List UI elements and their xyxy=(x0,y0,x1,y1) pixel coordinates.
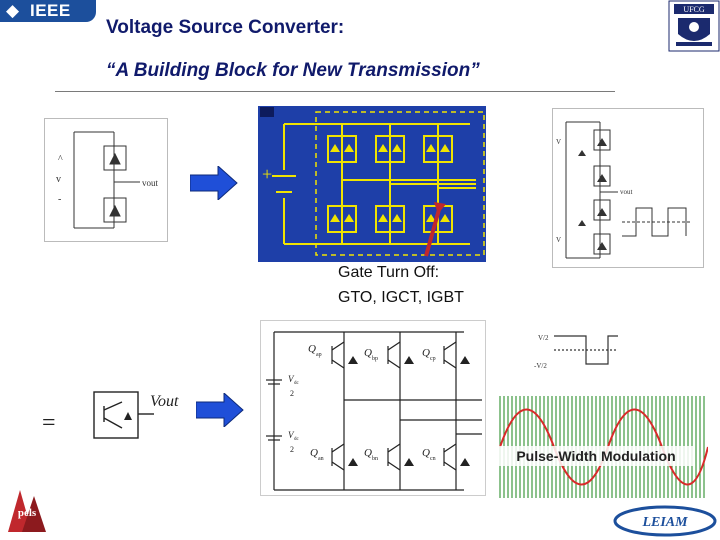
half-bridge-waveform-diagram: V V vout xyxy=(552,108,704,268)
switch-label-qap: Q xyxy=(308,343,316,355)
switch-label-qcp: Q xyxy=(422,347,430,359)
gate-turn-off-label: Gate Turn Off: GTO, IGCT, IGBT xyxy=(338,260,464,310)
three-phase-bridge-diagram: + xyxy=(258,106,486,262)
switch-block-vout-label: Vout xyxy=(150,393,179,410)
leiam-logo: LEIAM xyxy=(613,505,717,537)
vdc-lower-label: V xyxy=(288,430,295,440)
gate-turn-off-devices: GTO, IGCT, IGBT xyxy=(338,289,464,306)
half-v-bottom-label: -V/2 xyxy=(534,362,547,370)
svg-text:cp: cp xyxy=(430,356,436,362)
svg-text:an: an xyxy=(318,456,324,462)
equals-sign: = xyxy=(42,410,56,436)
slide-subtitle: “A Building Block for New Transmission” xyxy=(106,60,480,81)
svg-text:V: V xyxy=(556,138,561,146)
pwm-label: Pulse-Width Modulation xyxy=(498,446,694,466)
svg-text:cn: cn xyxy=(430,456,436,462)
half-bridge-circuit: ^ v - vout xyxy=(44,118,168,242)
ufcg-logo: UFCG xyxy=(668,0,720,52)
square-wave-plot: V/2 -V/2 xyxy=(532,324,620,376)
svg-text:^: ^ xyxy=(58,154,63,165)
svg-text:-: - xyxy=(58,194,61,205)
svg-text:bp: bp xyxy=(372,356,378,362)
leiam-logo-text: LEIAM xyxy=(641,515,688,530)
source-voltage-label: v xyxy=(56,174,61,185)
svg-text:2: 2 xyxy=(290,445,294,454)
igbt-three-phase-circuit: Q ap Q bp Q cp Q an Q bn Q cn V dc 2 V d… xyxy=(260,320,486,496)
ufcg-logo-text: UFCG xyxy=(683,5,705,14)
svg-text:dc: dc xyxy=(294,381,300,386)
right-arrow-icon xyxy=(190,166,238,200)
ieee-diamond-icon: ◆ xyxy=(6,1,20,20)
switch-label-qbn: Q xyxy=(364,447,372,459)
svg-text:ap: ap xyxy=(316,352,322,358)
svg-text:bn: bn xyxy=(372,456,378,462)
switch-label-qcn: Q xyxy=(422,447,430,459)
title-divider xyxy=(55,91,615,92)
ieee-logo: ◆ IEEE xyxy=(0,0,96,22)
dc-link-plus-label: + xyxy=(262,164,272,184)
half-v-top-label: V/2 xyxy=(538,334,549,342)
pels-logo: pels xyxy=(2,486,52,538)
switch-block-diagram: = Vout xyxy=(38,378,190,464)
slide-title: Voltage Source Converter: xyxy=(106,17,345,38)
svg-text:vout: vout xyxy=(620,188,633,196)
svg-text:2: 2 xyxy=(290,389,294,398)
vdc-upper-label: V xyxy=(288,374,295,384)
svg-text:dc: dc xyxy=(294,437,300,442)
switch-label-qan: Q xyxy=(310,447,318,459)
ieee-logo-text: IEEE xyxy=(30,1,71,20)
right-arrow-icon xyxy=(196,393,244,427)
switch-label-qbp: Q xyxy=(364,347,372,359)
half-bridge-vout-label: vout xyxy=(142,178,159,188)
svg-text:V: V xyxy=(556,236,561,244)
gate-turn-off-heading: Gate Turn Off: xyxy=(338,264,440,281)
pels-logo-text: pels xyxy=(18,507,37,519)
